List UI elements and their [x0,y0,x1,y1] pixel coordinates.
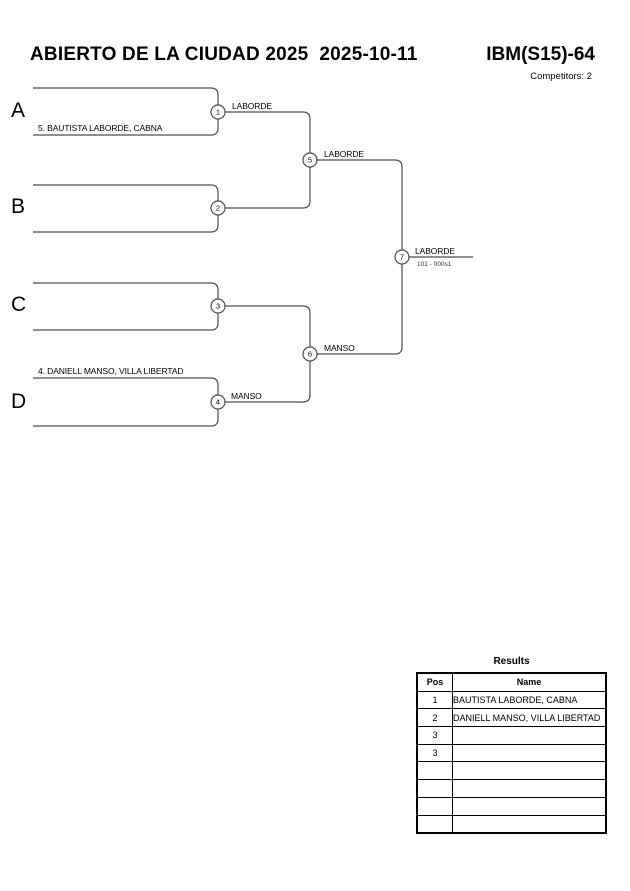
match-node-5-number: 5 [308,156,312,165]
results-table: Pos Name 1 BAUTISTA LABORDE, CABNA 2 DAN… [416,672,607,835]
player-name-a: 5. BAUTISTA LABORDE, CABNA [38,123,163,133]
seed-bracket-c [33,282,219,331]
connector-lines [225,111,473,403]
match-node-5-circle [302,152,318,168]
results-title: Results [493,656,530,667]
winner-label-match-1: LABORDE [232,101,272,111]
match-node-2-number: 2 [216,204,220,213]
results-row: 3 [416,743,607,763]
match-node-6-number: 6 [308,350,312,359]
player-name-d: 4. DANIELL MANSO, VILLA LIBERTAD [38,366,184,376]
result-name [452,796,607,816]
match-node-1-number: 1 [216,108,220,117]
results-panel: Results Pos Name 1 BAUTISTA LABORDE, CAB… [416,656,607,835]
winner-label-match-6: MANSO [324,343,355,353]
result-pos: 3 [416,726,453,745]
result-name [452,814,607,834]
seed-bracket-b [33,184,219,233]
result-pos [416,779,453,798]
match-node-7-circle [394,249,410,265]
result-pos: 1 [416,690,453,710]
results-row: 3 [416,726,607,745]
results-row [416,796,607,816]
result-name [452,726,607,745]
results-col-pos: Pos [416,672,453,692]
result-pos [416,814,453,834]
match-node-1-circle [210,104,226,120]
seed-bracket-d [33,377,219,427]
seed-letter-a: A [11,99,26,122]
results-row [416,814,607,834]
seed-letter-d: D [11,390,27,413]
competitors-count: Competitors: 2 [530,71,592,82]
tournament-title: ABIERTO DE LA CIUDAD 2025 2025-10-11 [30,44,418,65]
final-score: 101 - 000s1 [417,261,452,268]
seed-letter-b: B [11,195,26,218]
match-node-numbers: 1 2 3 4 5 6 7 [216,108,404,407]
result-pos: 3 [416,743,453,763]
match-node-3-circle [210,298,226,314]
result-name: DANIELL MANSO, VILLA LIBERTAD [452,708,607,728]
match-node-4-circle [210,394,226,410]
result-name [452,743,607,763]
winner-label-match-4: MANSO [231,391,262,401]
result-pos: 2 [416,708,453,728]
match-node-4-number: 4 [216,398,220,407]
result-name: BAUTISTA LABORDE, CABNA [452,690,607,710]
results-header-row: Pos Name [416,672,607,692]
event-code: IBM(S15)-64 [486,44,595,65]
results-col-name: Name [452,672,607,692]
match-node-2-circle [210,200,226,216]
match-nodes [210,104,410,410]
results-row [416,761,607,781]
result-pos [416,761,453,781]
seed-letter-c: C [11,293,27,316]
match-node-6-circle [302,346,318,362]
results-row: 1 BAUTISTA LABORDE, CABNA [416,690,607,710]
result-name [452,779,607,798]
match-node-3-number: 3 [216,302,220,311]
result-name [452,761,607,781]
result-pos [416,796,453,816]
winner-label-match-5: LABORDE [324,149,364,159]
winner-label-final: LABORDE [415,246,455,256]
match-node-7-number: 7 [400,253,404,262]
results-row: 2 DANIELL MANSO, VILLA LIBERTAD [416,708,607,728]
results-row [416,779,607,798]
